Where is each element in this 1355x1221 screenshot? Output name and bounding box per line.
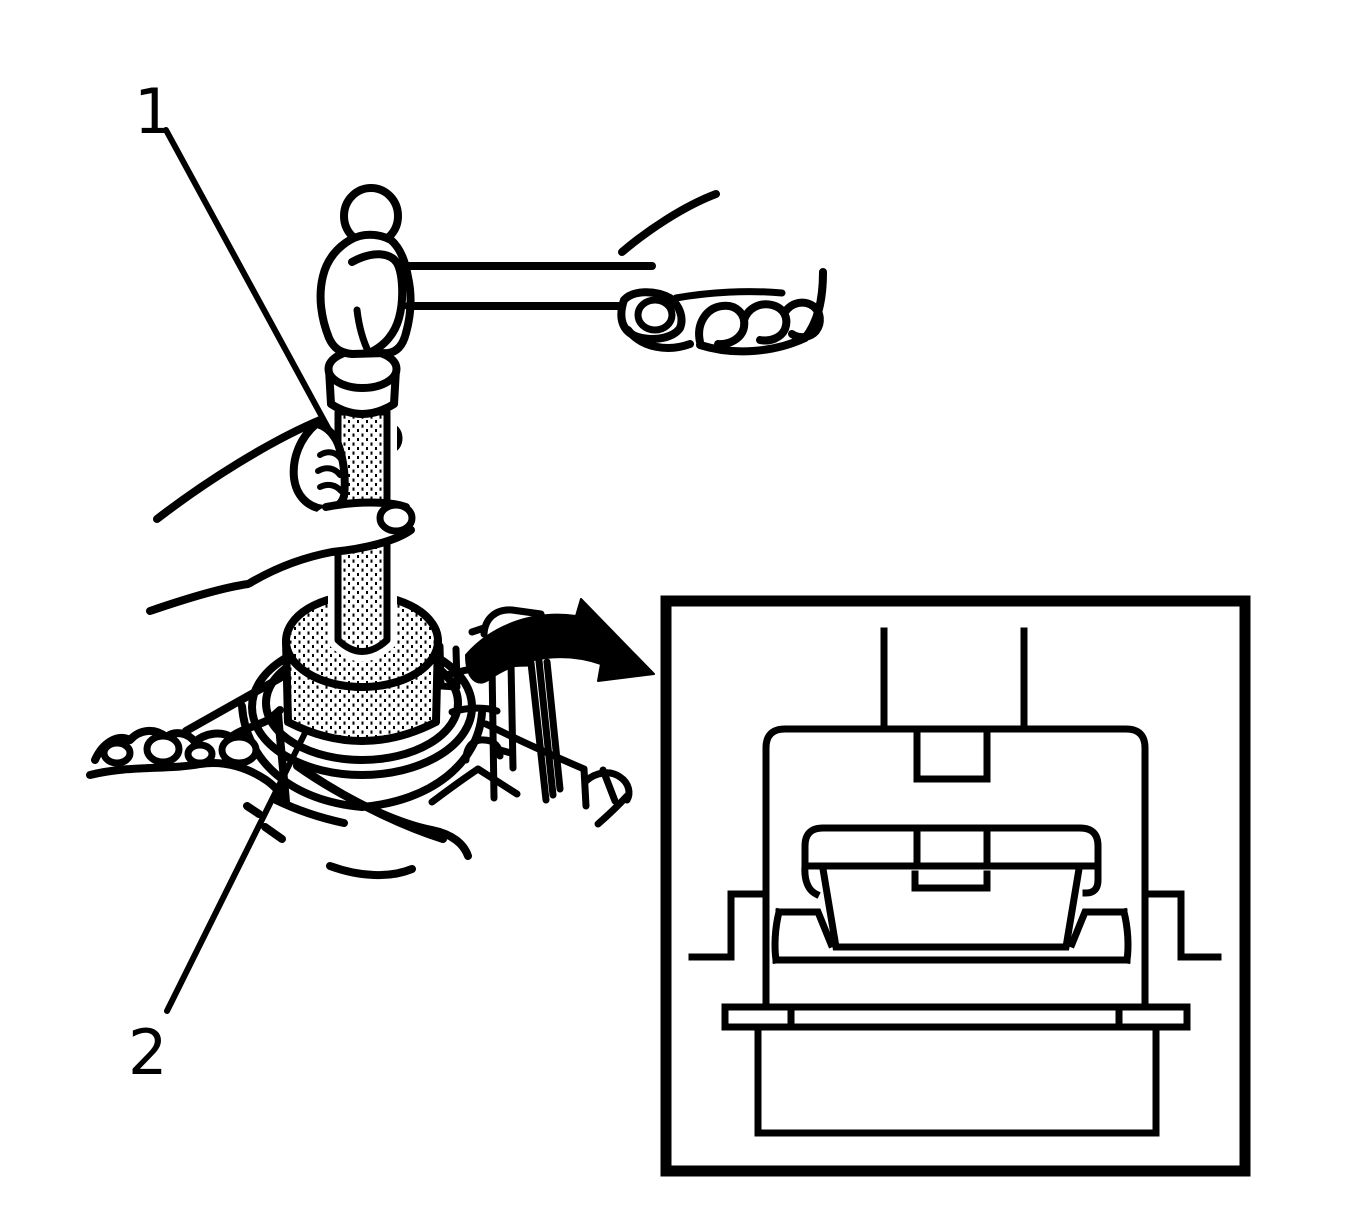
callout-2: 2 — [128, 728, 309, 1089]
case-ribs — [428, 606, 633, 828]
xs-bore-step-right — [1141, 890, 1222, 961]
xs-seal-carrier — [801, 824, 1102, 897]
xs-seal-body — [818, 864, 1084, 951]
hammer — [316, 184, 656, 358]
holding-hand — [146, 416, 416, 615]
xs-driver-body — [762, 725, 1149, 1010]
case-contours — [243, 762, 472, 879]
fingernail — [376, 501, 416, 535]
callout-1: 1 — [134, 75, 336, 440]
xs-center-channel — [911, 870, 991, 892]
hand-back-line — [618, 190, 720, 256]
inset-cross-section — [688, 627, 1222, 1137]
xs-flange — [721, 1003, 1191, 1031]
index-finger-bottom — [246, 526, 415, 587]
hammer-handle — [404, 262, 656, 310]
tool-striking-cap — [324, 346, 401, 418]
inset-box — [660, 595, 1251, 1177]
xs-pilot-notch — [913, 725, 991, 783]
detail-arrow — [465, 598, 655, 684]
hammer-head-contour — [348, 250, 407, 357]
callout-2-leader — [164, 728, 309, 1014]
callout-1-leader — [163, 127, 336, 440]
xs-hub — [754, 1023, 1160, 1137]
thumb — [289, 420, 349, 514]
striking-hand — [617, 190, 827, 356]
hammer-head — [316, 230, 415, 358]
thumbnail — [634, 296, 676, 334]
callout-2-label: 2 — [128, 1016, 167, 1089]
arm-bottom-line — [146, 580, 252, 615]
arm-top-line — [153, 416, 324, 523]
callout-1-label: 1 — [134, 75, 173, 148]
xs-bore-step-left — [688, 890, 770, 961]
